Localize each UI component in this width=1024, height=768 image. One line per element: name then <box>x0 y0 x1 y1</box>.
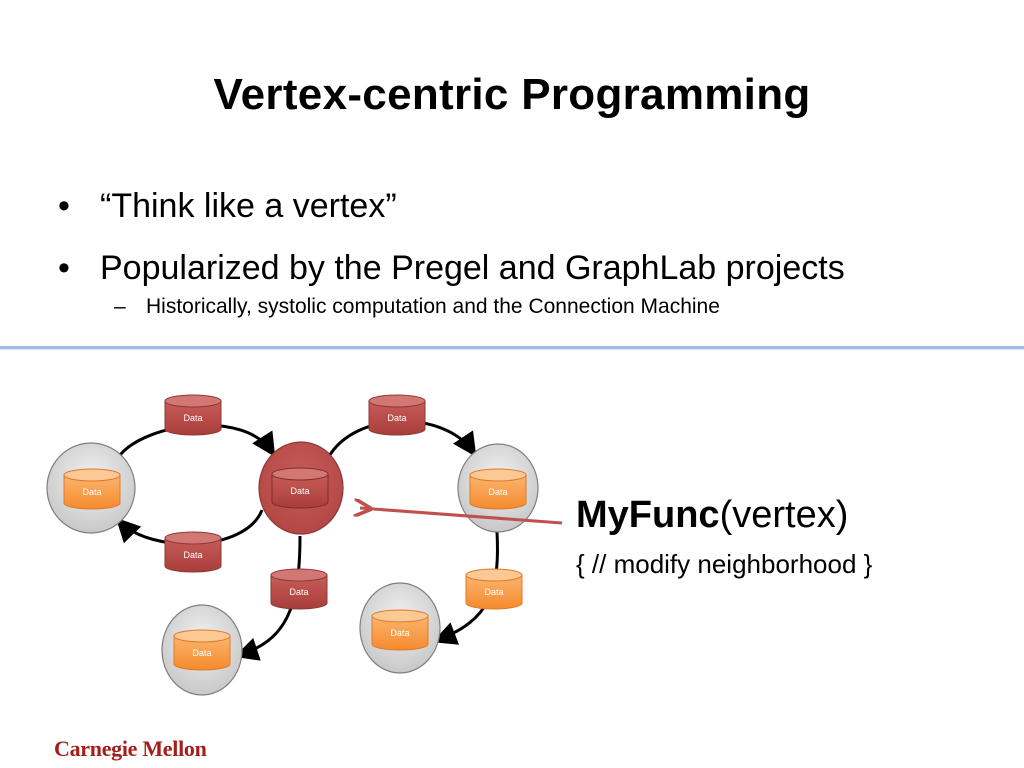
sub-bullet-item: – Historically, systolic computation and… <box>104 294 845 320</box>
function-signature: MyFunc(vertex) <box>576 492 848 538</box>
bullet-item: • Popularized by the Pregel and GraphLab… <box>58 248 845 288</box>
divider-shadow <box>0 349 1024 350</box>
bullet-item: • “Think like a vertex” <box>58 186 845 226</box>
edge-data-cylinder: Data <box>270 568 328 610</box>
bullet-symbol: • <box>58 187 70 225</box>
vertex-data-cylinder: Data <box>371 609 429 651</box>
data-label: Data <box>82 487 101 497</box>
data-label: Data <box>387 413 406 423</box>
edge-data-cylinder: Data <box>164 394 222 436</box>
data-label: Data <box>183 550 202 560</box>
sub-bullet-text: Historically, systolic computation and t… <box>146 295 720 318</box>
data-label: Data <box>390 628 409 638</box>
slide-title: Vertex-centric Programming <box>213 70 811 119</box>
edge-data-cylinder: Data <box>164 531 222 573</box>
data-cylinders: Data Data Data Data Data Data <box>63 394 527 671</box>
function-name: MyFunc <box>576 494 720 536</box>
edge-data-cylinder: Data <box>368 394 426 436</box>
function-body: { // modify neighborhood } <box>576 549 873 579</box>
vertex-data-cylinder: Data <box>63 468 121 510</box>
data-label: Data <box>488 487 507 497</box>
data-label: Data <box>289 587 308 597</box>
vertex-data-cylinder: Data <box>173 629 231 671</box>
bullet-text: “Think like a vertex” <box>100 187 397 225</box>
carnegie-mellon-logo: Carnegie Mellon <box>54 736 207 761</box>
bullet-list: • “Think like a vertex” • Popularized by… <box>58 186 845 320</box>
bullet-text: Popularized by the Pregel and GraphLab p… <box>100 249 845 287</box>
sub-bullet-symbol: – <box>114 295 126 318</box>
graph-diagram: Data Data Data Data Data Data <box>46 394 563 696</box>
data-label: Data <box>192 648 211 658</box>
vertex-data-cylinder: Data <box>469 468 527 510</box>
edge-arrow <box>234 535 302 661</box>
data-label: Data <box>290 486 309 496</box>
data-label: Data <box>484 587 503 597</box>
pointer-arrow <box>360 508 563 525</box>
vertex-data-cylinder: Data <box>465 568 523 610</box>
function-args: (vertex) <box>719 494 849 536</box>
bullet-symbol: • <box>58 249 70 287</box>
center-data-cylinder: Data <box>271 467 329 509</box>
data-label: Data <box>183 413 202 423</box>
divider-line <box>0 346 1024 349</box>
